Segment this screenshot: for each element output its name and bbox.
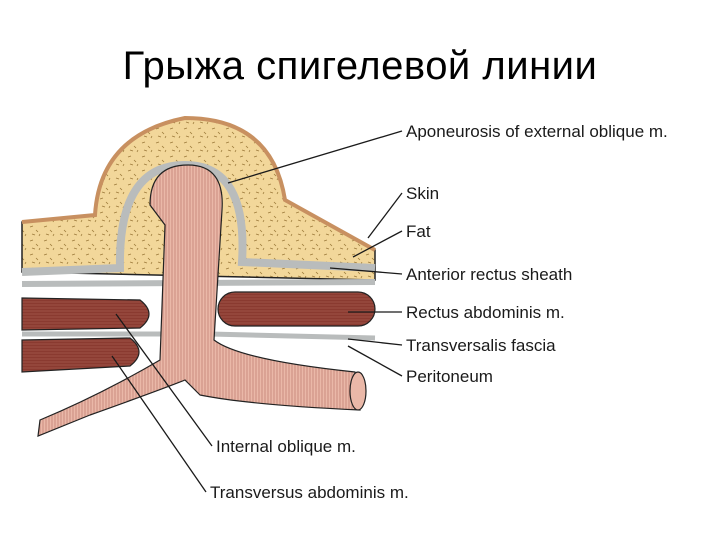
internal-oblique-muscle xyxy=(21,297,150,331)
leader-transversalis xyxy=(347,338,403,346)
label-skin: Skin xyxy=(406,184,439,203)
hernia-sac xyxy=(37,164,361,437)
label-peritoneum: Peritoneum xyxy=(406,367,493,386)
label-fat: Fat xyxy=(406,222,431,241)
label-anterior-sheath: Anterior rectus sheath xyxy=(406,265,572,284)
leader-aponeurosis xyxy=(227,130,403,184)
label-rectus: Rectus abdominis m. xyxy=(406,303,565,322)
leader-transversus xyxy=(111,355,207,493)
slide-title: Грыжа спигелевой линии xyxy=(122,44,598,88)
skin-outline xyxy=(21,115,376,252)
leader-peritoneum xyxy=(347,345,403,377)
leader-skin xyxy=(367,192,403,239)
rectus-abdominis-muscle xyxy=(217,291,376,327)
transversalis-band xyxy=(22,331,376,341)
peritoneum-end xyxy=(349,371,367,411)
label-internal-oblique: Internal oblique m. xyxy=(216,437,356,456)
transversus-abdominis-muscle xyxy=(21,337,140,373)
label-aponeurosis: Aponeurosis of external oblique m. xyxy=(406,122,668,141)
leader-anterior-sheath xyxy=(329,267,403,275)
leader-internal-oblique xyxy=(115,313,213,447)
leader-fat xyxy=(352,230,403,258)
label-transversalis: Transversalis fascia xyxy=(406,336,556,355)
label-transversus: Transversus abdominis m. xyxy=(210,483,409,502)
